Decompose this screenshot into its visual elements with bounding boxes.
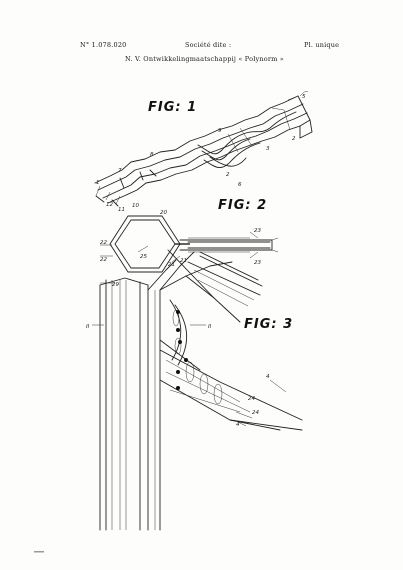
ref-fig1-5: 7: [118, 168, 122, 174]
ref-fig2-0: 20: [160, 210, 167, 216]
figure-3-drawing: [92, 249, 303, 531]
ref-fig2-2: 22: [100, 257, 107, 263]
company-label: Société dite :: [185, 41, 232, 49]
figure-2-label: FIG: 2: [218, 198, 268, 213]
figure-2-drawing: [100, 215, 279, 284]
ref-fig2-3: 25: [140, 254, 147, 260]
ref-fig1-9: 10: [132, 203, 139, 209]
ref-fig3-4: 24: [252, 410, 259, 416]
ref-fig2-6: 23: [254, 228, 261, 234]
ref-fig1-1: 3: [266, 146, 270, 152]
figure-3-label: FIG: 3: [244, 317, 294, 332]
ref-fig2-5: 21: [180, 258, 187, 264]
ref-fig3-2: II: [208, 324, 212, 330]
scan-mark: [34, 551, 44, 553]
ref-fig2-7: 23: [254, 260, 261, 266]
company-name: N. V. Ontwikkelingmaatschappij « Polynor…: [125, 55, 284, 63]
figure-1-label: FIG: 1: [148, 100, 198, 115]
ref-fig1-3: 2: [226, 172, 230, 178]
ref-fig1-7: 12: [106, 202, 113, 208]
plate-label: Pl. unique: [304, 41, 340, 49]
patent-number: N° 1.078.020: [80, 41, 127, 49]
ref-fig3-1: II: [86, 324, 90, 330]
ref-fig1-0: 5: [302, 94, 306, 100]
ref-fig1-10: 1: [96, 180, 100, 186]
ref-fig3-0: 29: [112, 282, 119, 288]
ref-fig3-5: 4: [236, 422, 240, 428]
reference-numerals: 5 3 9 2 6 7 8 12 11 10 1 2 20 22 22 25 2…: [86, 94, 306, 428]
ref-fig1-11: 2: [292, 136, 296, 142]
ref-fig1-8: 11: [118, 207, 125, 213]
ref-fig3-6: 24: [248, 396, 255, 402]
ref-fig1-2: 9: [218, 128, 222, 134]
ref-fig1-4: 6: [238, 182, 242, 188]
ref-fig2-4: 21: [168, 262, 175, 268]
ref-fig2-1: 22: [100, 240, 107, 246]
ref-fig3-3: 4: [266, 374, 270, 380]
figure-1-drawing: [94, 90, 313, 207]
ref-fig1-6: 8: [150, 152, 154, 158]
